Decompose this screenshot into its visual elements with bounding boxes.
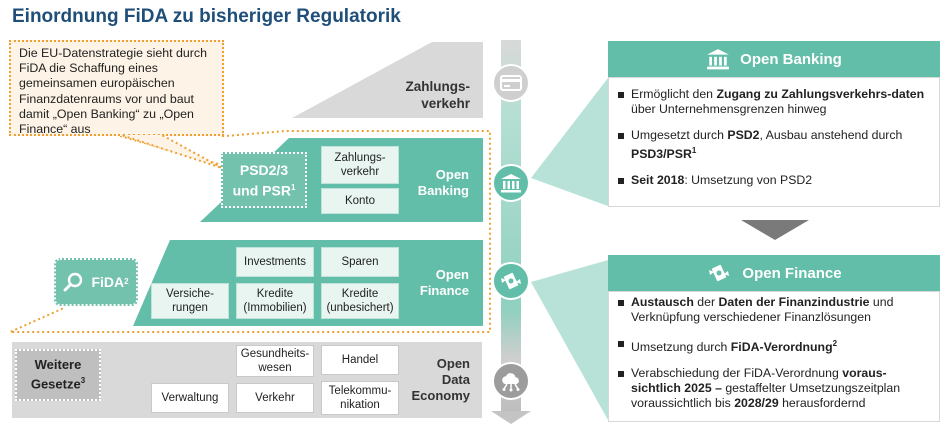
vertical-column — [501, 40, 521, 414]
box-verkehr: Verkehr — [236, 383, 314, 413]
callout-text: Die EU-Datenstrategie sieht durch FiDA d… — [19, 46, 208, 137]
list-item: Austausch der Daten der Finanzindustrie … — [618, 295, 929, 325]
open-banking-panel-header: Open Banking — [608, 41, 940, 77]
box-handel: Handel — [321, 345, 399, 375]
open-finance-panel-title: Open Finance — [742, 264, 842, 282]
open-banking-label: Open Banking — [417, 167, 469, 198]
zahlungsverkehr-label: Zahlungs- verkehr — [405, 79, 471, 111]
credit-card-icon — [492, 64, 530, 102]
zahlungsverkehr-level — [292, 42, 483, 118]
callout-pointer — [118, 134, 223, 169]
box-versicherungen: Versiche-rungen — [151, 283, 229, 319]
open-finance-panel-header: Open Finance — [608, 255, 940, 291]
box-verwaltung: Verwaltung — [151, 383, 229, 413]
open-banking-panel-title: Open Banking — [740, 50, 842, 68]
psd-psr-box: PSD2/3 und PSR1 — [221, 152, 307, 208]
box-kredite-immobilien: Kredite(Immobilien) — [236, 283, 314, 319]
box-gesundheitswesen: Gesundheits-wesen — [236, 345, 314, 377]
list-item: Seit 2018: Umsetzung von PSD2 — [618, 173, 929, 188]
list-item: Umgesetzt durch PSD2, Ausbau anstehend d… — [618, 128, 929, 162]
list-item: Umsetzung durch FiDA-Verordnung2 — [618, 336, 929, 355]
column-arrow — [491, 411, 531, 424]
money-wings-icon — [492, 262, 530, 300]
open-finance-label: Open Finance — [419, 267, 469, 298]
connector-open-banking — [531, 78, 608, 206]
connector-open-finance — [531, 260, 608, 420]
bank-icon — [492, 164, 530, 202]
panel-down-arrow — [741, 220, 809, 240]
magnifier-icon — [63, 272, 83, 292]
box-konto: Konto — [321, 188, 399, 214]
open-banking-panel-body: Ermöglicht den Zugang zu Zahlungsverkehr… — [608, 77, 940, 207]
box-zahlungsverkehr: Zahlungs-verkehr — [321, 146, 399, 184]
open-data-economy-label: Open Data Economy — [411, 356, 470, 403]
cloud-network-icon — [492, 362, 530, 400]
money-wings-icon — [709, 264, 730, 282]
weitere-gesetze-box: Weitere Gesetze3 — [15, 349, 101, 401]
list-item: Ermöglicht den Zugang zu Zahlungsverkehr… — [618, 87, 929, 117]
box-kredite-unbesichert: Kredite(unbesichert) — [321, 283, 399, 319]
box-investments: Investments — [236, 247, 314, 277]
open-finance-panel-body: Austausch der Daten der Finanzindustrie … — [608, 291, 940, 422]
bank-icon — [707, 49, 730, 70]
box-sparen: Sparen — [321, 247, 399, 277]
page-title: Einordnung FiDA zu bisheriger Regulatori… — [12, 6, 401, 27]
list-item: Verabschiedung der FiDA-Verordnung vorau… — [618, 366, 929, 411]
callout-box: Die EU-Datenstrategie sieht durch FiDA d… — [9, 40, 224, 136]
box-telekommunikation: Telekommu-nikation — [321, 381, 399, 415]
